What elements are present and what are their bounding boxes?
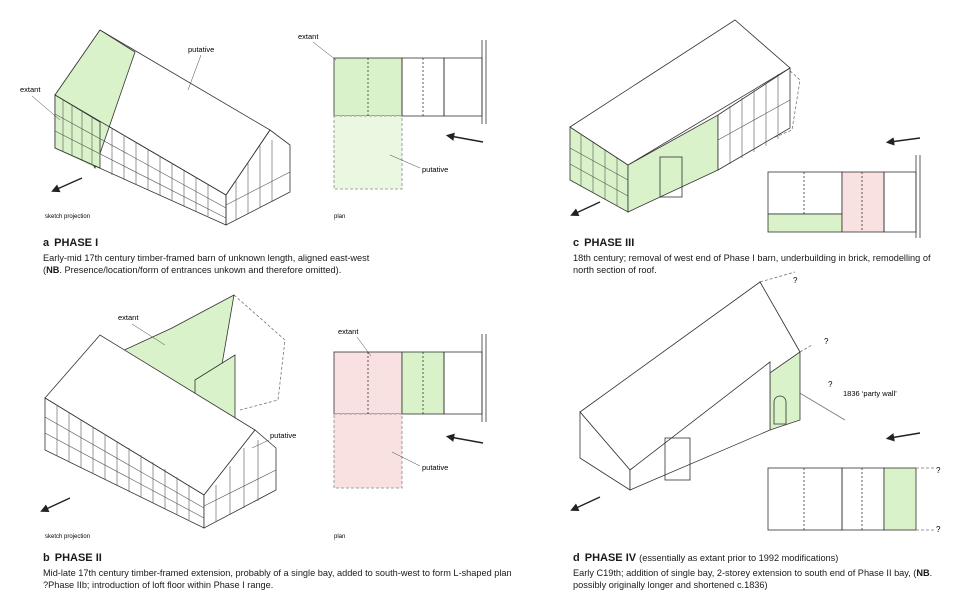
caption-text: possibly originally longer and shortened… (573, 580, 768, 590)
caption-phase-2: b PHASE II Mid-late 17th century timber-f… (43, 552, 512, 592)
phase4-sketch-projection (579, 271, 846, 491)
north-arrow-icon (445, 132, 484, 143)
label-party-wall: 1836 ‘party wall’ (843, 389, 897, 398)
phase1-plan (333, 40, 487, 190)
caption-text: north section of roof. (573, 265, 657, 275)
caption-text: Early C19th; addition of single bay, 2-s… (573, 567, 933, 578)
caption-phase-3: c PHASE III 18th century; removal of west… (573, 237, 931, 277)
phase4-plan (767, 467, 935, 531)
north-arrow-icon (570, 496, 601, 512)
north-arrow-icon (40, 497, 71, 513)
caption-text: Early-mid 17th century timber-framed bar… (43, 252, 370, 263)
label-sketch-projection: sketch projection (45, 214, 90, 220)
north-arrow-icon (570, 201, 601, 217)
caption-title: PHASE I (54, 237, 99, 249)
caption-phase-4: d PHASE IV (essentially as extant prior t… (573, 552, 932, 592)
question-mark: ? (936, 525, 941, 534)
caption-letter: c (573, 237, 580, 249)
caption-text: (NB. Presence/location/form of entrances… (43, 265, 342, 275)
label-plan: plan (334, 534, 345, 540)
caption-text: Mid-late 17th century timber-framed exte… (43, 567, 512, 578)
label-putative: putative (422, 463, 448, 472)
caption-title: PHASE III (584, 237, 635, 249)
label-extant: extant (298, 32, 319, 41)
phase1-timber-frame (54, 100, 291, 220)
caption-letter: a (43, 237, 50, 249)
phase2-timber-frame (44, 405, 277, 522)
caption-phase-1: a PHASE I Early-mid 17th century timber-f… (43, 237, 369, 277)
question-mark: ? (936, 466, 941, 475)
label-putative: putative (422, 165, 448, 174)
caption-title: PHASE II (54, 552, 102, 564)
label-extant: extant (338, 327, 359, 336)
label-putative: putative (270, 431, 296, 440)
phase3-timber-frame (569, 74, 791, 206)
question-mark: ? (828, 380, 833, 389)
caption-letter: b (43, 552, 50, 564)
caption-title: PHASE IV (584, 552, 637, 564)
north-arrow-icon (885, 137, 921, 146)
caption-text: ?Phase IIb; introduction of loft floor w… (43, 580, 274, 590)
caption-title-note: (essentially as extant prior to 1992 mod… (639, 553, 839, 563)
nb-label: NB (916, 567, 930, 578)
north-arrow-icon (445, 433, 484, 444)
north-arrow-icon (51, 177, 83, 193)
phase1-sketch-projection (54, 29, 291, 226)
north-arrow-icon (885, 432, 921, 442)
phase3-sketch-projection (569, 19, 801, 213)
label-plan: plan (334, 214, 345, 220)
question-mark: ? (793, 276, 798, 285)
label-extant: extant (20, 85, 41, 94)
label-extant: extant (118, 313, 139, 322)
phase3-plan (767, 155, 921, 238)
nb-label: NB (46, 265, 60, 275)
caption-text: 18th century; removal of west end of Pha… (573, 252, 931, 263)
phase2-sketch-projection (44, 294, 286, 529)
caption-letter: d (573, 552, 580, 564)
phase2-plan (333, 334, 487, 489)
label-sketch-projection: sketch projection (45, 534, 90, 540)
question-mark: ? (824, 337, 829, 346)
label-putative: putative (188, 45, 214, 54)
